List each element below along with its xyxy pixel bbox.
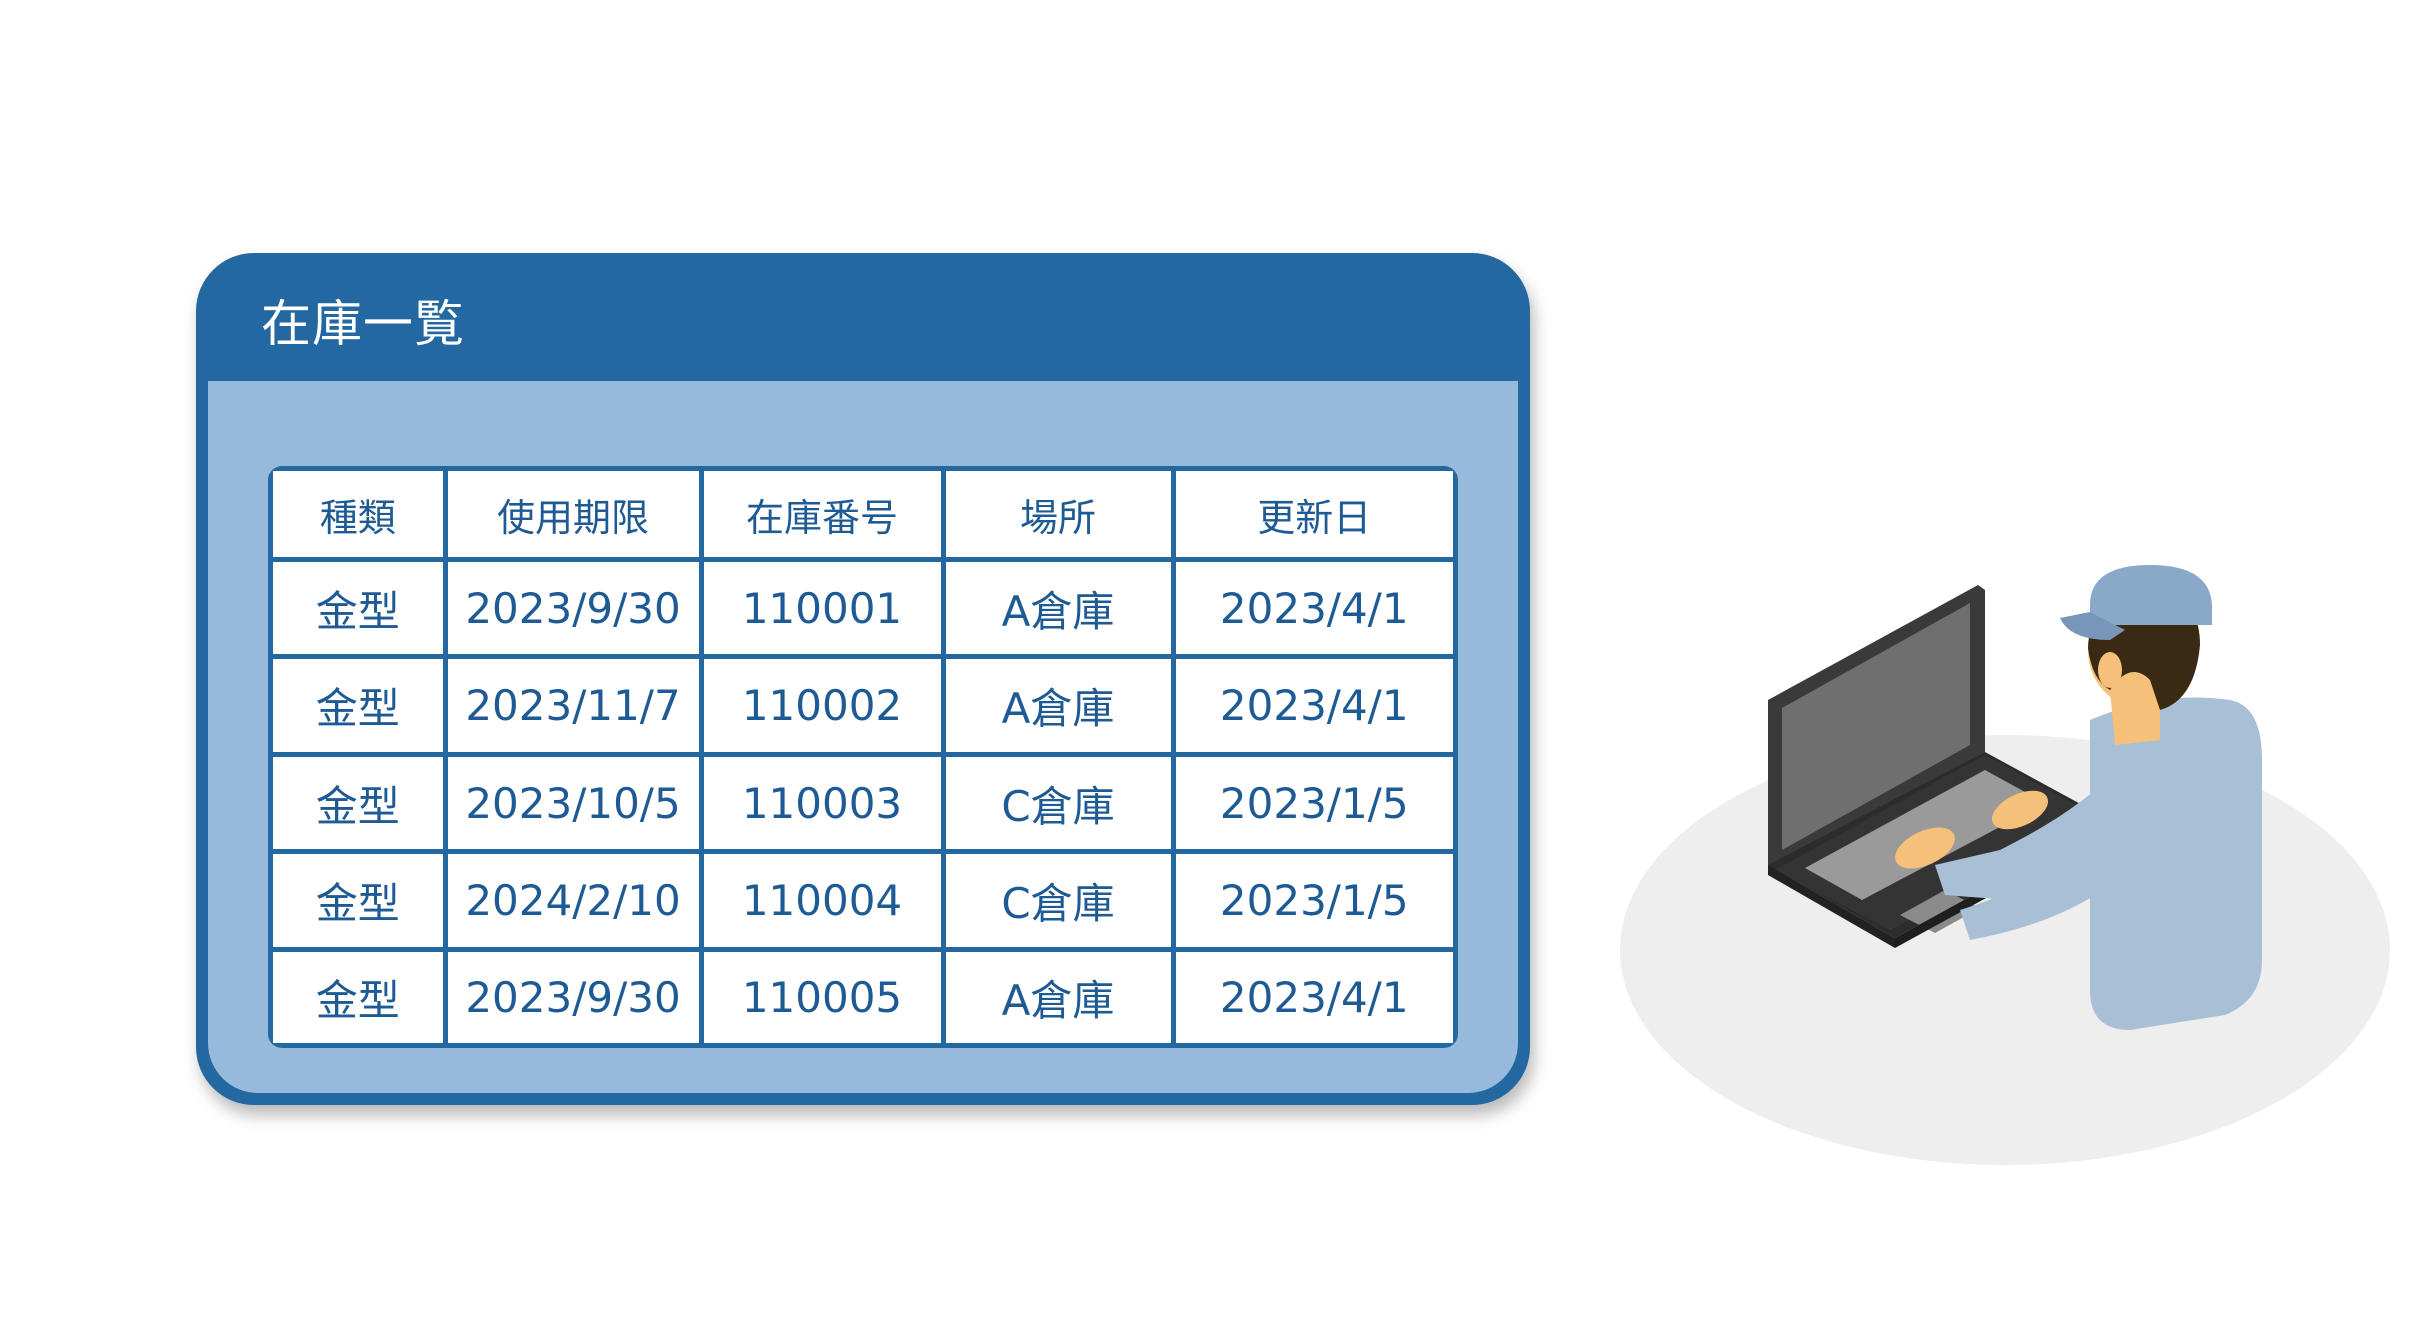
cell-expiry: 2023/9/30 bbox=[442, 556, 704, 660]
header-expiry: 使用期限 bbox=[442, 471, 704, 562]
cell-stock-number: 110002 bbox=[698, 654, 946, 757]
cell-updated: 2023/1/5 bbox=[1170, 751, 1453, 855]
table-row: 金型 2024/2/10 110004 C倉庫 2023/1/5 bbox=[273, 849, 1453, 952]
cell-location: A倉庫 bbox=[940, 946, 1176, 1043]
header-location: 場所 bbox=[940, 471, 1176, 562]
cell-type: 金型 bbox=[273, 946, 448, 1043]
worker-icon bbox=[1895, 565, 2262, 1030]
window-body: 種類 使用期限 在庫番号 場所 更新日 金型 2023/9/30 110001 … bbox=[208, 381, 1518, 1093]
cell-type: 金型 bbox=[273, 751, 448, 855]
cell-stock-number: 110005 bbox=[698, 946, 946, 1043]
cell-stock-number: 110001 bbox=[698, 556, 946, 660]
header-type: 種類 bbox=[273, 471, 448, 562]
cell-location: A倉庫 bbox=[940, 654, 1176, 757]
cell-stock-number: 110004 bbox=[698, 849, 946, 952]
cell-expiry: 2023/11/7 bbox=[442, 654, 704, 757]
cell-location: C倉庫 bbox=[940, 751, 1176, 855]
cell-location: C倉庫 bbox=[940, 849, 1176, 952]
cell-stock-number: 110003 bbox=[698, 751, 946, 855]
cell-expiry: 2023/9/30 bbox=[442, 946, 704, 1043]
table-row: 金型 2023/9/30 110001 A倉庫 2023/4/1 bbox=[273, 556, 1453, 660]
table-header-row: 種類 使用期限 在庫番号 場所 更新日 bbox=[273, 471, 1453, 562]
table-row: 金型 2023/10/5 110003 C倉庫 2023/1/5 bbox=[273, 751, 1453, 855]
inventory-table: 種類 使用期限 在庫番号 場所 更新日 金型 2023/9/30 110001 … bbox=[273, 471, 1453, 1043]
cell-location: A倉庫 bbox=[940, 556, 1176, 660]
cell-updated: 2023/4/1 bbox=[1170, 654, 1453, 757]
table-row: 金型 2023/11/7 110002 A倉庫 2023/4/1 bbox=[273, 654, 1453, 757]
header-updated: 更新日 bbox=[1170, 471, 1453, 562]
cell-expiry: 2024/2/10 bbox=[442, 849, 704, 952]
cell-updated: 2023/1/5 bbox=[1170, 849, 1453, 952]
inventory-window: 在庫一覧 種類 使用期限 在庫番号 場所 bbox=[196, 253, 1530, 1105]
table-row: 金型 2023/9/30 110005 A倉庫 2023/4/1 bbox=[273, 946, 1453, 1043]
cell-type: 金型 bbox=[273, 849, 448, 952]
cell-type: 金型 bbox=[273, 654, 448, 757]
cell-type: 金型 bbox=[273, 556, 448, 660]
cell-updated: 2023/4/1 bbox=[1170, 556, 1453, 660]
window-title: 在庫一覧 bbox=[261, 295, 465, 353]
inventory-table-frame: 種類 使用期限 在庫番号 場所 更新日 金型 2023/9/30 110001 … bbox=[268, 466, 1458, 1048]
cell-updated: 2023/4/1 bbox=[1170, 946, 1453, 1043]
worker-illustration bbox=[1620, 565, 2390, 1165]
cell-expiry: 2023/10/5 bbox=[442, 751, 704, 855]
header-stock-number: 在庫番号 bbox=[698, 471, 946, 562]
